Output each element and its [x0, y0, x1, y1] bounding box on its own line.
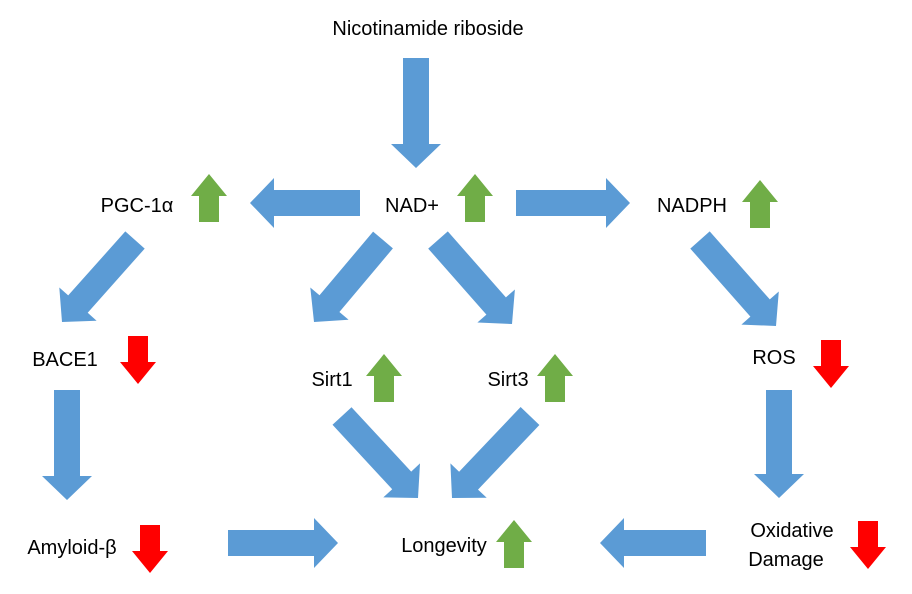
arrow-nad-to-nadph [516, 178, 630, 228]
node-ros: ROS [752, 347, 795, 369]
pgc1a-up-arrow-icon [191, 174, 227, 222]
arrow-oxdamage-to-longevity [600, 518, 706, 568]
oxidative-damage-down-arrow-icon [850, 521, 886, 569]
node-longevity: Longevity [401, 535, 487, 557]
regulation-arrows [120, 174, 886, 573]
arrow-nad-to-sirt3 [428, 231, 515, 324]
node-nicotinamide-riboside: Nicotinamide riboside [332, 18, 523, 40]
node-sirt1: Sirt1 [311, 369, 352, 391]
node-oxidative-damage-line2: Damage [748, 549, 824, 571]
node-sirt3: Sirt3 [487, 369, 528, 391]
amyloid-beta-down-arrow-icon [132, 525, 168, 573]
arrow-nad-to-sirt1 [310, 231, 393, 322]
node-nad-plus: NAD+ [385, 195, 439, 217]
arrow-nad-to-pgc1a [250, 178, 360, 228]
arrow-sirt3-to-longevity [450, 407, 540, 498]
longevity-up-arrow-icon [496, 520, 532, 568]
arrow-nr-to-nad [391, 58, 441, 168]
arrow-bace1-to-amyloid [42, 390, 92, 500]
arrow-amyloid-to-longevity [228, 518, 338, 568]
nadph-up-arrow-icon [742, 180, 778, 228]
node-oxidative-damage-line1: Oxidative [750, 520, 833, 542]
arrow-pgc1a-to-bace1 [59, 231, 145, 322]
node-pgc1a: PGC-1α [101, 195, 174, 217]
arrow-ros-to-oxdamage [754, 390, 804, 498]
node-nadph: NADPH [657, 195, 727, 217]
ros-down-arrow-icon [813, 340, 849, 388]
arrow-nadph-to-ros [690, 231, 779, 326]
nad-plus-up-arrow-icon [457, 174, 493, 222]
sirt1-up-arrow-icon [366, 354, 402, 402]
arrow-sirt1-to-longevity [332, 407, 420, 498]
sirt3-up-arrow-icon [537, 354, 573, 402]
flow-arrows [42, 58, 804, 568]
bace1-down-arrow-icon [120, 336, 156, 384]
node-amyloid-beta: Amyloid-β [27, 537, 116, 559]
node-bace1: BACE1 [32, 349, 98, 371]
